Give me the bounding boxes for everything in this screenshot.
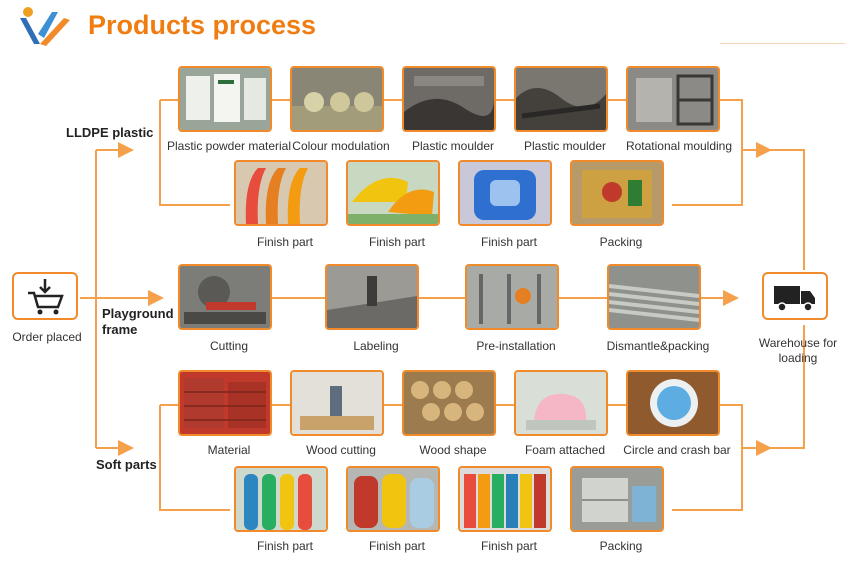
caption-plastic-moulder-2: Plastic moulder bbox=[523, 139, 607, 153]
page-title: Products process bbox=[88, 10, 317, 40]
order-placed-node bbox=[12, 272, 78, 320]
photo-plastic-moulder-2 bbox=[514, 66, 608, 132]
branch-label-lldpe: LLDPE plastic bbox=[66, 125, 154, 140]
warehouse-label: Warehouse for loading bbox=[758, 336, 838, 365]
photo-dismantle-packing bbox=[607, 264, 701, 330]
branch-label-playground: Playground frame bbox=[102, 306, 174, 337]
caption-lldpe-finish-3: Finish part bbox=[480, 235, 538, 249]
caption-soft-finish-3: Finish part bbox=[480, 539, 538, 553]
photo-soft-finish-1 bbox=[234, 466, 328, 532]
photo-foam-attached bbox=[514, 370, 608, 436]
caption-cutting: Cutting bbox=[209, 339, 249, 353]
photo-cutting bbox=[178, 264, 272, 330]
caption-foam-attached: Foam attached bbox=[524, 443, 606, 457]
photo-lldpe-finish-1 bbox=[234, 160, 328, 226]
title-divider bbox=[720, 43, 845, 44]
caption-soft-finish-2: Finish part bbox=[368, 539, 426, 553]
photo-pre-installation bbox=[465, 264, 559, 330]
caption-rotational-moulding: Rotational moulding bbox=[625, 139, 733, 153]
caption-wood-shape: Wood shape bbox=[419, 443, 487, 457]
cart-download-icon bbox=[28, 279, 64, 315]
photo-rotational-moulding bbox=[626, 66, 720, 132]
caption-pre-installation: Pre-installation bbox=[476, 339, 556, 353]
photo-lldpe-packing bbox=[570, 160, 664, 226]
photo-material bbox=[178, 370, 272, 436]
caption-colour-modulation: Colour modulation bbox=[292, 139, 390, 153]
caption-lldpe-finish-1: Finish part bbox=[256, 235, 314, 249]
photo-circle-crash-bar bbox=[626, 370, 720, 436]
caption-dismantle-packing: Dismantle&packing bbox=[606, 339, 710, 353]
caption-circle-crash-bar: Circle and crash bar bbox=[623, 443, 731, 457]
photo-lldpe-finish-3 bbox=[458, 160, 552, 226]
photo-plastic-powder bbox=[178, 66, 272, 132]
photo-labeling bbox=[325, 264, 419, 330]
photo-lldpe-finish-2 bbox=[346, 160, 440, 226]
photo-wood-cutting bbox=[290, 370, 384, 436]
order-placed-label: Order placed bbox=[12, 330, 82, 344]
caption-soft-finish-1: Finish part bbox=[256, 539, 314, 553]
photo-soft-finish-2 bbox=[346, 466, 440, 532]
photo-colour-modulation bbox=[290, 66, 384, 132]
photo-soft-packing bbox=[570, 466, 664, 532]
caption-lldpe-finish-2: Finish part bbox=[368, 235, 426, 249]
branch-label-soft: Soft parts bbox=[96, 457, 157, 472]
caption-plastic-powder: Plastic powder material bbox=[166, 139, 292, 153]
photo-wood-shape bbox=[402, 370, 496, 436]
photo-plastic-moulder-1 bbox=[402, 66, 496, 132]
brand-logo-icon bbox=[12, 4, 74, 60]
caption-lldpe-packing: Packing bbox=[599, 235, 643, 249]
caption-material: Material bbox=[207, 443, 251, 457]
warehouse-node bbox=[762, 272, 828, 320]
photo-soft-finish-3 bbox=[458, 466, 552, 532]
caption-wood-cutting: Wood cutting bbox=[306, 443, 376, 457]
delivery-truck-icon bbox=[774, 286, 815, 312]
caption-labeling: Labeling bbox=[353, 339, 399, 353]
caption-soft-packing: Packing bbox=[599, 539, 643, 553]
caption-plastic-moulder-1: Plastic moulder bbox=[411, 139, 495, 153]
